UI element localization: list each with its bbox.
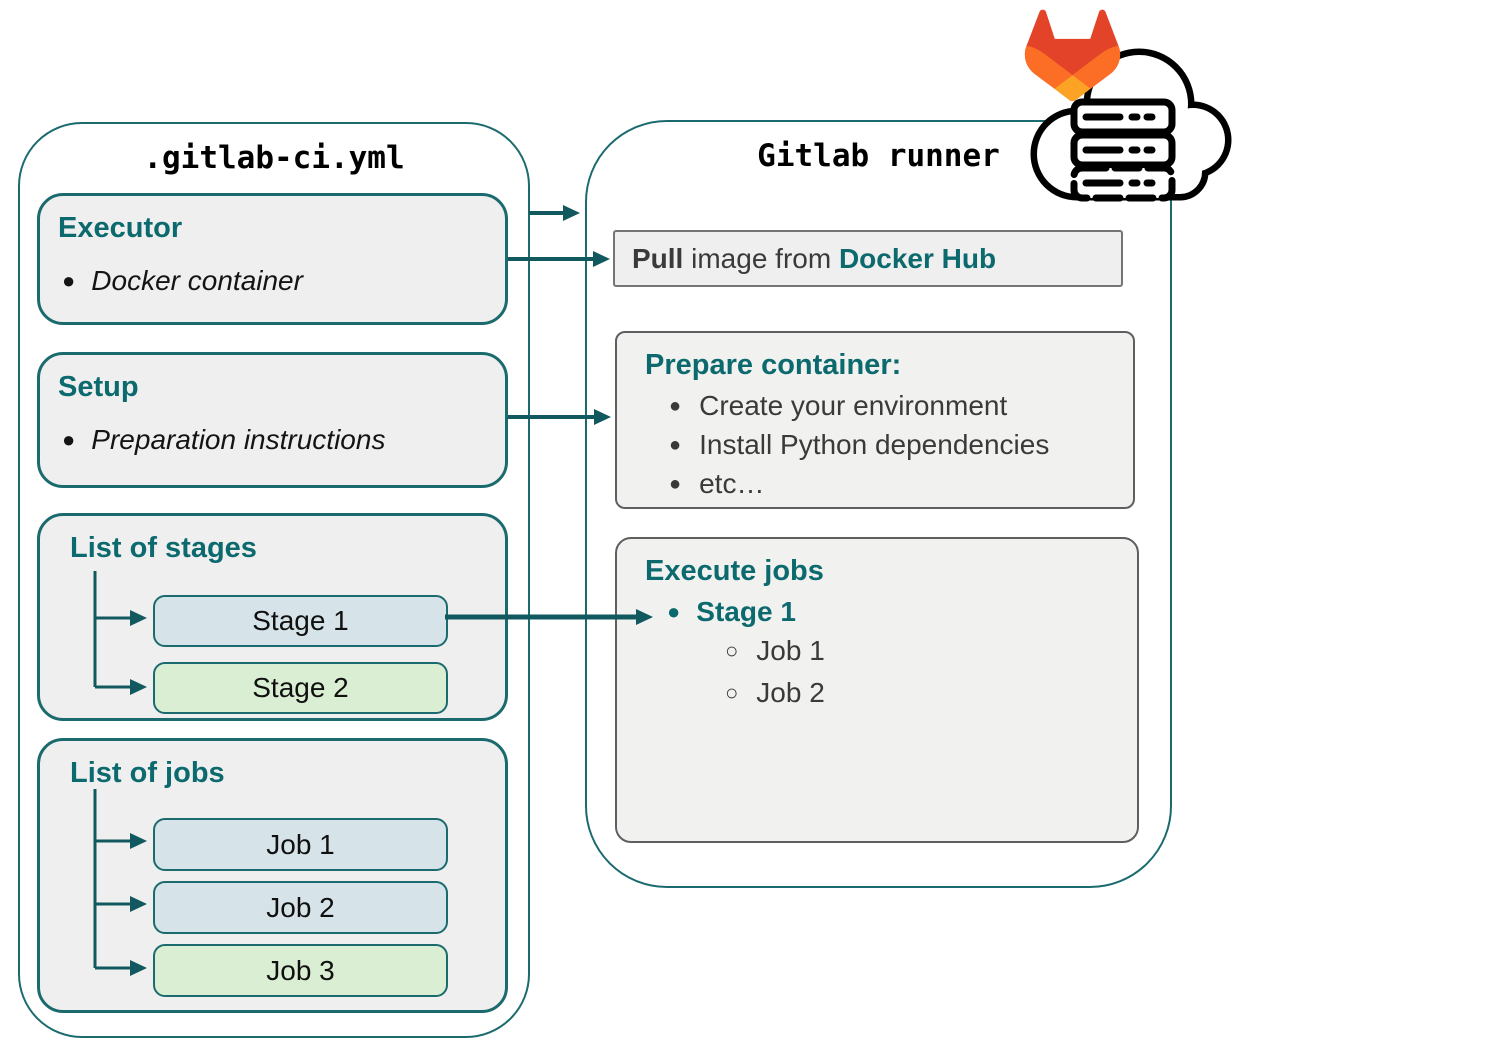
prepare-heading: Prepare container: (645, 349, 902, 381)
job-3-box: Job 3 (153, 944, 448, 997)
server-rack-icon (1070, 98, 1176, 202)
hollow-bullet-icon: ○ (725, 638, 739, 663)
job-2-label: Job 2 (266, 891, 335, 923)
pull-image-box: Pull image from Docker Hub (613, 230, 1123, 287)
setup-heading: Setup (58, 371, 139, 403)
execute-job-row: ○ Job 2 (725, 674, 1137, 712)
execute-job-row: ○ Job 1 (725, 632, 1137, 670)
executor-bullet-text: Docker container (91, 265, 303, 296)
gitlab-runner-title: Gitlab runner (757, 138, 1000, 174)
setup-box: Setup ● Preparation instructions (37, 352, 508, 488)
hollow-bullet-icon: ○ (725, 680, 739, 705)
bullet-icon: ● (62, 268, 76, 293)
stage-2-label: Stage 2 (252, 672, 349, 703)
execute-heading: Execute jobs (645, 555, 824, 587)
prepare-bullet-2: Install Python dependencies (699, 429, 1050, 460)
execute-stage-label: Stage 1 (696, 596, 796, 627)
list-of-stages-heading: List of stages (70, 532, 257, 564)
prepare-container-box: Prepare container: ● Create your environ… (615, 331, 1135, 509)
gitlab-tanuki-icon (1024, 9, 1121, 101)
prepare-bullet-row: ● Create your environment (669, 388, 1133, 424)
bullet-icon: ● (62, 427, 76, 452)
executor-heading: Executor (58, 212, 183, 244)
prepare-bullet-row: ● etc… (669, 466, 1133, 502)
pull-middle-text: image from (683, 242, 839, 274)
stage-2-box: Stage 2 (153, 662, 448, 714)
list-of-stages-box: List of stages Stage 1 Stage 2 (37, 513, 508, 721)
bullet-icon: ● (667, 599, 681, 624)
bullet-icon: ● (669, 395, 682, 417)
job-2-box: Job 2 (153, 881, 448, 934)
prepare-bullet-row: ● Install Python dependencies (669, 427, 1133, 463)
bullet-icon: ● (669, 434, 682, 456)
execute-jobs-box: Execute jobs ● Stage 1 ○ Job 1 ○ Job 2 (615, 537, 1139, 843)
gitlab-ci-yml-title: .gitlab-ci.yml (143, 140, 405, 176)
prepare-bullet-1: Create your environment (699, 390, 1008, 421)
stage-1-box: Stage 1 (153, 595, 448, 647)
job-3-label: Job 3 (266, 954, 335, 986)
prepare-bullet-3: etc… (699, 468, 765, 499)
pull-verb: Pull (632, 242, 684, 274)
execute-job-1: Job 1 (756, 635, 825, 666)
pull-source: Docker Hub (838, 242, 997, 274)
execute-job-2: Job 2 (756, 677, 825, 708)
executor-bullet-row: ● Docker container (62, 265, 505, 297)
setup-bullet-text: Preparation instructions (91, 424, 386, 455)
setup-bullet-row: ● Preparation instructions (62, 424, 505, 456)
job-1-box: Job 1 (153, 818, 448, 871)
list-of-jobs-box: List of jobs Job 1 Job 2 Job 3 (37, 738, 508, 1013)
executor-box: Executor ● Docker container (37, 193, 508, 325)
execute-stage-row: ● Stage 1 (667, 596, 1137, 628)
bullet-icon: ● (669, 473, 682, 495)
stage-1-label: Stage 1 (252, 605, 349, 636)
list-of-jobs-heading: List of jobs (70, 757, 225, 789)
job-1-label: Job 1 (266, 828, 335, 860)
